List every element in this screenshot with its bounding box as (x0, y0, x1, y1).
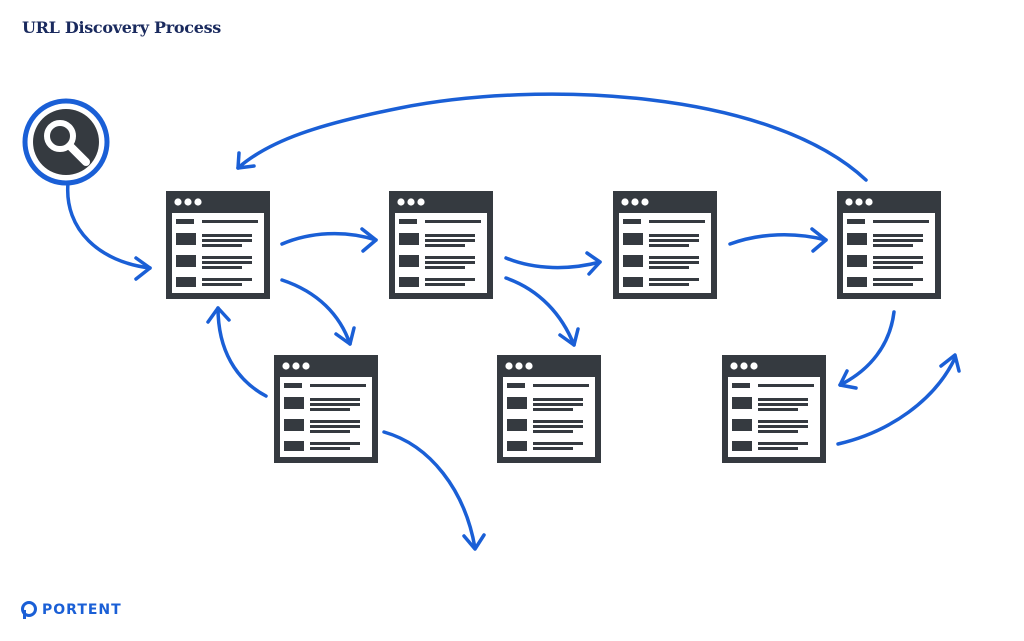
page-icon-4 (837, 191, 941, 299)
brand-name: PORTENT (42, 602, 122, 618)
arrow-search-to-page1 (66, 181, 152, 270)
page-icon-7 (722, 355, 826, 463)
arrow-page1-to-page2 (280, 231, 378, 246)
arrow-page4-to-page1 (236, 92, 868, 182)
arrow-page5-to-out (382, 430, 477, 550)
page-icon-5 (274, 355, 378, 463)
page-icon-6 (497, 355, 601, 463)
arrow-page3-to-page4 (728, 233, 828, 246)
page-icon-3 (613, 191, 717, 299)
page-icon-1 (166, 191, 270, 299)
arrow-page2-to-page3 (504, 256, 602, 270)
arrow-page7-to-out (836, 356, 957, 446)
arrow-page1-to-page5 (280, 278, 352, 346)
arrow-page4-to-page7 (838, 310, 896, 387)
arrow-page2-to-page6 (504, 276, 576, 347)
page-icon-2 (389, 191, 493, 299)
arrow-page5-to-page1 (216, 306, 268, 398)
portent-logo-icon (21, 601, 37, 619)
brand-logo: PORTENT (20, 600, 122, 620)
search-magnifier-icon (22, 98, 110, 186)
page-title: URL Discovery Process (22, 18, 221, 37)
